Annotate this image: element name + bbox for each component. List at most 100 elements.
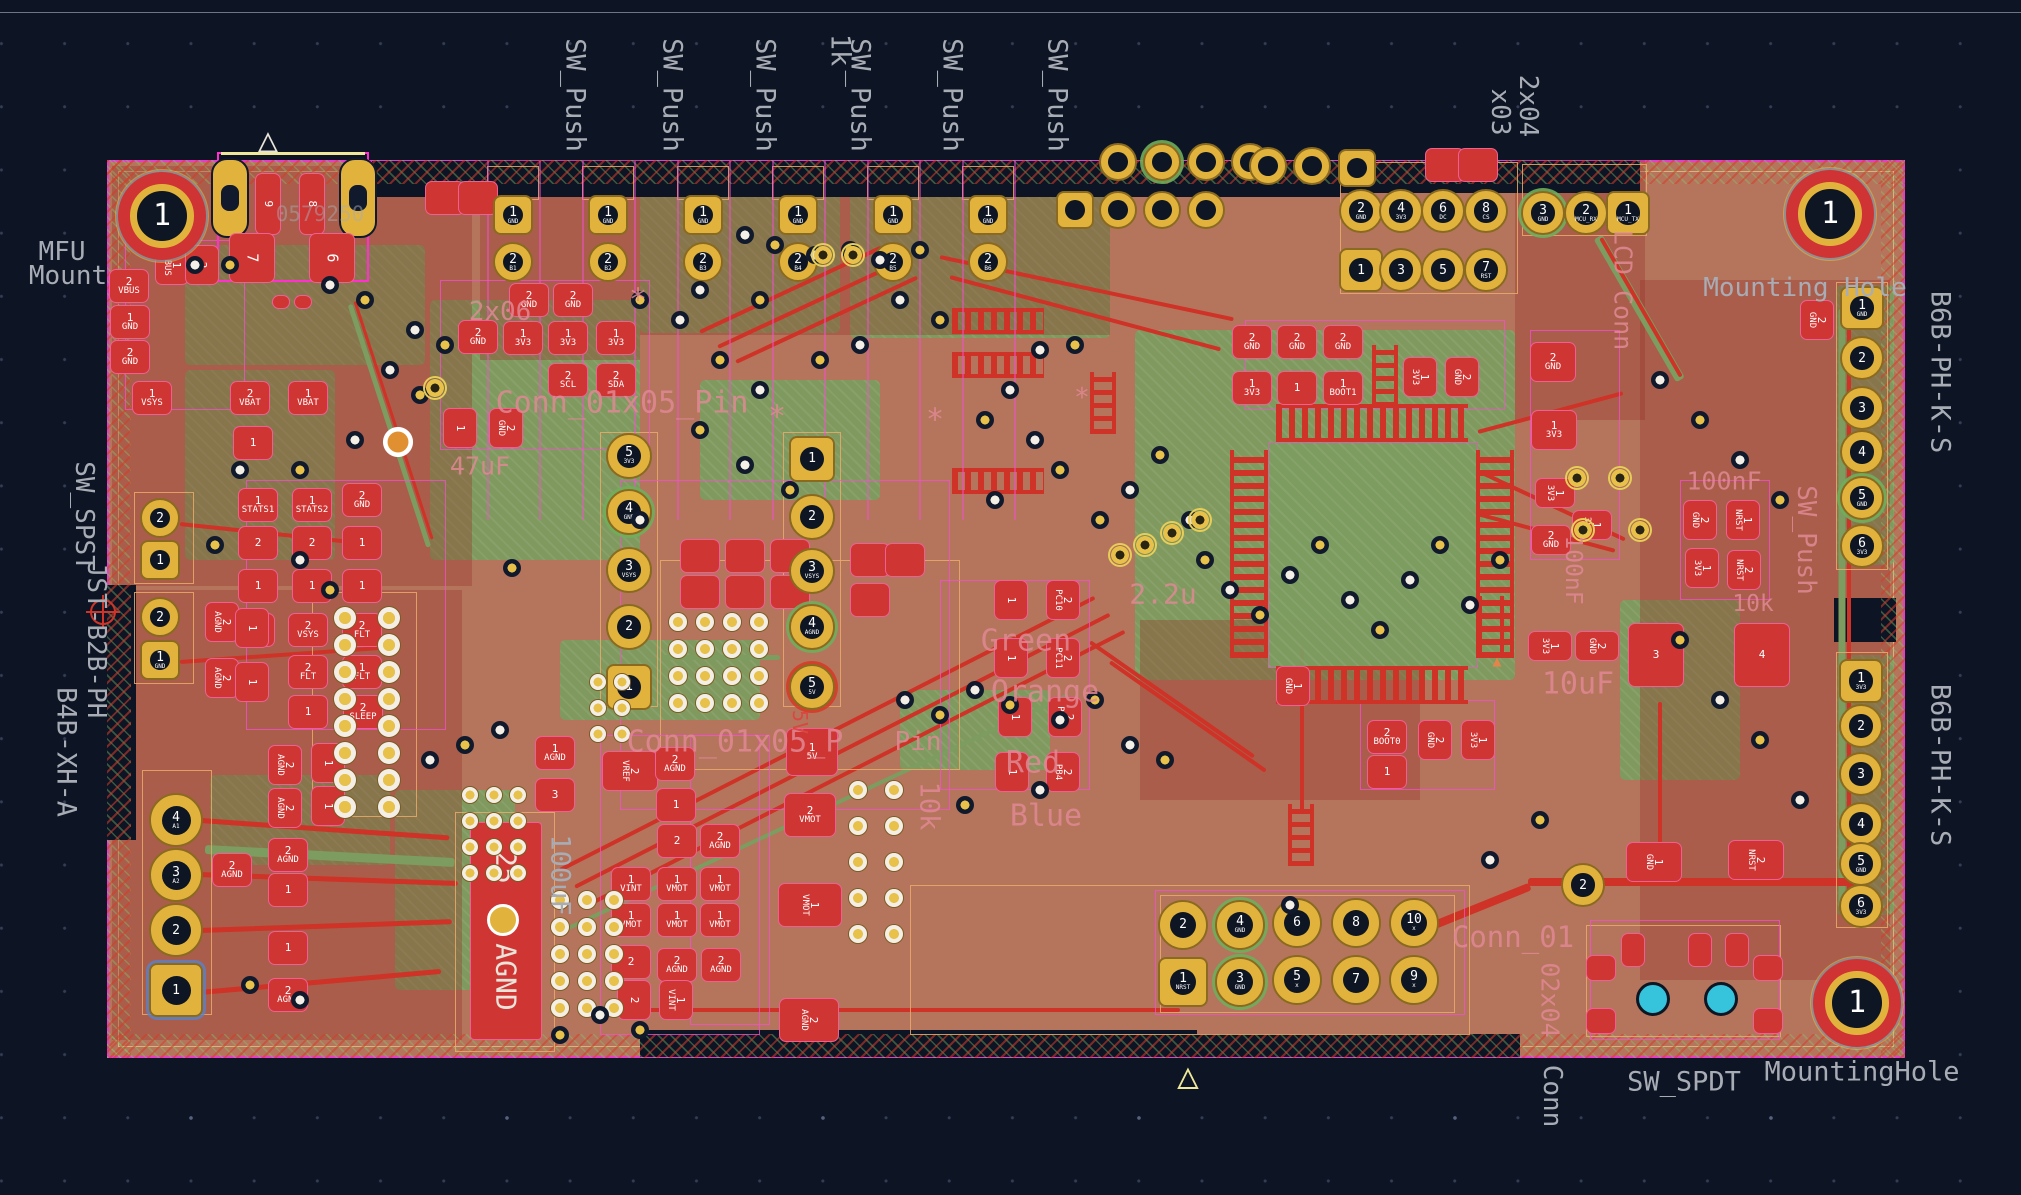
via[interactable]	[1573, 520, 1593, 540]
smd-pad[interactable]: 1	[268, 873, 308, 907]
th-pad[interactable]: 1	[149, 963, 203, 1017]
ref-designator-label[interactable]: B6B-PH-K-S	[1924, 683, 1956, 847]
via[interactable]	[750, 667, 768, 685]
via[interactable]	[849, 889, 867, 907]
via[interactable]	[781, 481, 799, 499]
via[interactable]	[1162, 523, 1182, 543]
th-pad[interactable]	[1099, 143, 1137, 181]
via[interactable]	[736, 456, 754, 474]
via[interactable]	[976, 411, 994, 429]
via[interactable]	[1001, 381, 1019, 399]
led-footprint[interactable]	[380, 424, 416, 460]
via[interactable]	[551, 1026, 569, 1044]
smd-pad[interactable]: 1	[342, 569, 382, 603]
via[interactable]	[378, 688, 400, 710]
th-pad[interactable]: 3	[1840, 386, 1884, 430]
via[interactable]	[696, 694, 714, 712]
ref-designator-label[interactable]: SW_Push	[1041, 38, 1073, 152]
ref-designator-label[interactable]: SW_Push	[656, 38, 688, 152]
via[interactable]	[378, 634, 400, 656]
smd-pad[interactable]: 1	[994, 580, 1028, 620]
smd-pad[interactable]: 1	[342, 526, 382, 560]
th-pad[interactable]: 3	[1379, 248, 1423, 292]
silkscreen-label[interactable]: 47uF	[449, 451, 511, 481]
via[interactable]	[462, 839, 478, 855]
via[interactable]	[1371, 621, 1389, 639]
via[interactable]	[843, 245, 863, 265]
via[interactable]	[671, 311, 689, 329]
smd-pad[interactable]	[1688, 933, 1712, 967]
via[interactable]	[1190, 510, 1210, 530]
silkscreen-label[interactable]: 10k	[1732, 591, 1774, 617]
via[interactable]	[1051, 711, 1069, 729]
smd-pad[interactable]	[1753, 1008, 1783, 1034]
smd-pad[interactable]	[850, 543, 890, 577]
silkscreen-label[interactable]: 2x06	[468, 297, 532, 327]
via[interactable]	[356, 291, 374, 309]
via[interactable]	[334, 607, 356, 629]
th-pad[interactable]: 2	[789, 494, 835, 540]
via[interactable]	[751, 291, 769, 309]
ref-designator-label[interactable]: MFU	[38, 237, 86, 267]
via[interactable]	[750, 694, 768, 712]
via[interactable]	[605, 918, 623, 936]
via[interactable]	[885, 781, 903, 799]
via[interactable]	[406, 321, 424, 339]
th-pad[interactable]	[1099, 191, 1137, 229]
th-pad[interactable]: 4	[1840, 430, 1884, 474]
via[interactable]	[291, 991, 309, 1009]
silkscreen-label[interactable]: 100nF	[1686, 466, 1762, 496]
silk-red-label[interactable]: 5V	[788, 709, 812, 735]
via[interactable]	[578, 945, 596, 963]
smd-pad[interactable]: 1	[443, 408, 477, 448]
via[interactable]	[1311, 536, 1329, 554]
via[interactable]	[462, 865, 478, 881]
via[interactable]	[851, 336, 869, 354]
via[interactable]	[631, 511, 649, 529]
via[interactable]	[436, 336, 454, 354]
via[interactable]	[486, 865, 502, 881]
via[interactable]	[669, 694, 687, 712]
board-marker[interactable]: △	[1177, 1055, 1199, 1097]
via[interactable]	[1567, 468, 1587, 488]
via[interactable]	[491, 721, 509, 739]
th-pad[interactable]: 7	[1331, 955, 1381, 1005]
via[interactable]	[1771, 491, 1789, 509]
th-pad[interactable]: 3	[1839, 752, 1883, 796]
smd-pad[interactable]	[272, 295, 290, 309]
smd-pad[interactable]: 1	[238, 569, 278, 603]
via[interactable]	[462, 813, 478, 829]
ref-designator-label[interactable]: B4B-XH-A	[50, 686, 82, 818]
via[interactable]	[578, 918, 596, 936]
ref-designator-label[interactable]: B6B-PH-K-S	[1924, 290, 1956, 454]
via[interactable]	[1281, 896, 1299, 914]
smd-pad[interactable]	[458, 181, 498, 215]
th-pad[interactable]: 2	[140, 498, 180, 538]
